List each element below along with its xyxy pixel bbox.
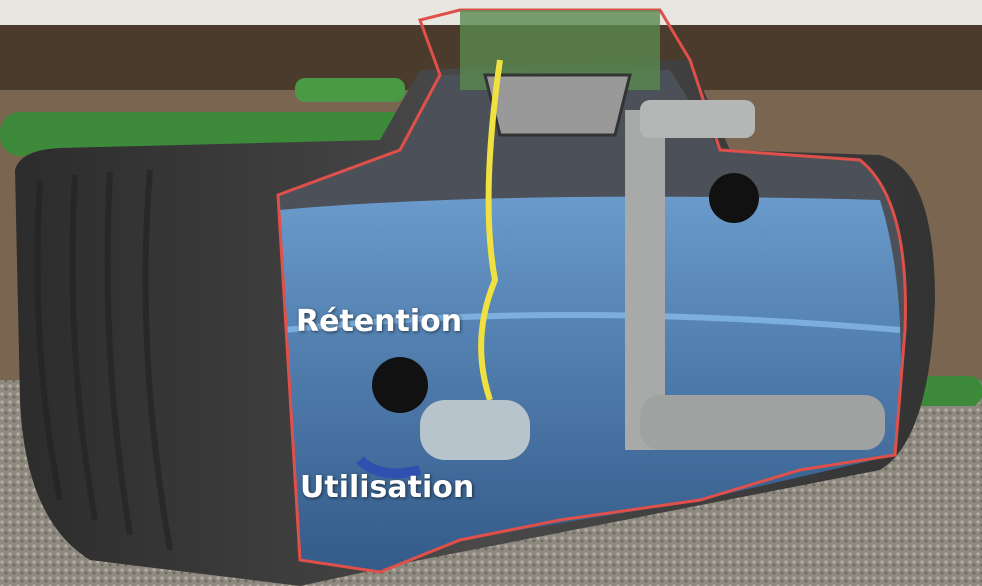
float-ball-lower: [372, 357, 428, 413]
suction-hose: [356, 456, 422, 479]
overflow-pipe-bottom: [640, 395, 885, 450]
retention-water-line: [284, 312, 901, 333]
submersible-pump: [420, 400, 530, 460]
cut-edge: [276, 8, 907, 574]
filter-basket: [483, 73, 632, 137]
retention-label: Rétention: [296, 304, 463, 339]
overflow-pipe-vertical: [625, 110, 665, 450]
float-ball-upper: [709, 173, 759, 223]
overflow-pipe-top: [640, 100, 755, 138]
water-volume: [280, 196, 901, 572]
utilisation-label: Utilisation: [300, 470, 475, 505]
tank-ribs: [34, 169, 173, 551]
float-switch-cable: [478, 59, 503, 401]
upper-pipe: [295, 78, 405, 102]
